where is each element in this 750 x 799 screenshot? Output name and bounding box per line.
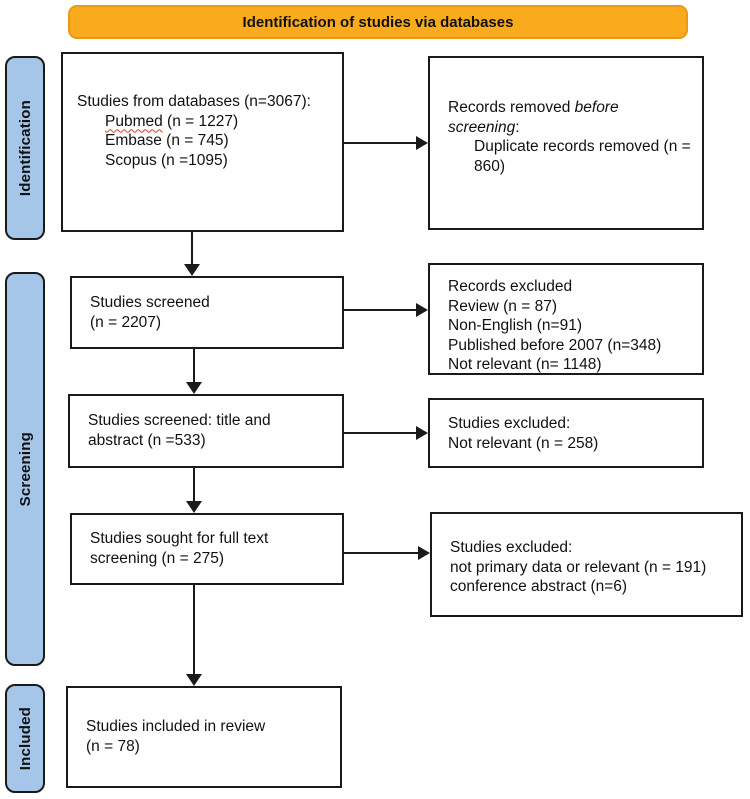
records-removed-lead: Records removed [448, 99, 575, 116]
stage-label-screening: Screening [5, 272, 45, 666]
arrowhead-down-icon [184, 264, 200, 276]
full-text-line1: Studies sought for full text [90, 530, 269, 547]
pubmed-count: (n = 1227) [162, 112, 239, 130]
box-records-excluded: Records excluded Review (n = 87) Non-Eng… [428, 263, 704, 375]
studies-excluded-screen-line2: Not relevant (n = 258) [448, 434, 599, 452]
stage-label-identification: Identification [5, 56, 45, 240]
box-studies-screened-title-abstract: Studies screened: title and abstract (n … [68, 394, 344, 468]
box-studies-sought-full-text: Studies sought for full text screening (… [70, 513, 344, 585]
databases-scopus: Scopus (n =1095) [105, 151, 228, 169]
arrowhead-down-icon [186, 674, 202, 686]
banner-identification-via-databases: Identification of studies via databases [68, 5, 688, 39]
records-removed-colon: : [515, 118, 520, 136]
records-removed-item: Duplicate records removed (n = 860) [474, 138, 691, 175]
stage-label-included: Included [5, 684, 45, 793]
arrow-shaft [193, 349, 195, 383]
studies-screened-line2: (n = 2207) [90, 313, 162, 331]
records-excluded-line: Not relevant (n= 1148) [448, 356, 602, 373]
arrow-shaft [193, 585, 195, 675]
pubmed-spellcheck-word: Pubmed [105, 112, 163, 130]
studies-excluded-fulltext-line3: conference abstract (n=6) [450, 578, 628, 595]
box-records-removed-before-screening: Records removed before screening: Duplic… [428, 56, 704, 230]
arrow-shaft [193, 468, 195, 502]
records-excluded-line: Non-English (n=91) [448, 317, 582, 334]
records-removed-heading: Records removed before screening: [448, 98, 694, 137]
databases-title: Studies from databases (n=3067): [77, 93, 311, 110]
arrow-shaft [344, 142, 417, 144]
arrowhead-down-icon [186, 501, 202, 513]
box-studies-screened: Studies screened (n = 2207) [70, 276, 344, 349]
stage-label-identification-text: Identification [16, 99, 34, 197]
databases-pubmed: Pubmed (n = 1227) [77, 112, 334, 132]
databases-embase: Embase (n = 745) [105, 132, 229, 149]
studies-excluded-screen-line1: Studies excluded: [448, 415, 571, 432]
records-excluded-line: Records excluded [448, 278, 573, 295]
studies-screened-line1: Studies screened [90, 294, 210, 311]
box-studies-excluded-not-relevant: Studies excluded: Not relevant (n = 258) [428, 398, 704, 468]
records-excluded-line: Review (n = 87) [448, 297, 557, 315]
arrow-shaft [344, 309, 417, 311]
box-studies-from-databases: Studies from databases (n=3067): Pubmed … [61, 52, 344, 232]
arrowhead-right-icon [416, 426, 428, 440]
arrow-shaft [191, 232, 193, 265]
arrowhead-right-icon [416, 303, 428, 317]
records-removed-italic: before screening [448, 99, 619, 136]
studies-excluded-fulltext-line1: Studies excluded: [450, 539, 573, 556]
title-abstract-line2: abstract (n =533) [88, 431, 206, 449]
records-excluded-line: Published before 2007 (n=348) [448, 336, 662, 354]
box-studies-excluded-full-text: Studies excluded: not primary data or re… [430, 512, 743, 617]
arrowhead-down-icon [186, 382, 202, 394]
box-studies-included-in-review: Studies included in review (n = 78) [66, 686, 342, 788]
included-review-line2: (n = 78) [86, 737, 140, 755]
arrowhead-right-icon [416, 136, 428, 150]
stage-label-screening-text: Screening [16, 431, 34, 507]
full-text-line2: screening (n = 275) [90, 549, 224, 567]
arrow-shaft [344, 552, 419, 554]
studies-excluded-fulltext-line2: not primary data or relevant (n = 191) [450, 558, 707, 576]
arrowhead-right-icon [418, 546, 430, 560]
banner-title: Identification of studies via databases [242, 13, 514, 31]
arrow-shaft [344, 432, 417, 434]
stage-label-included-text: Included [16, 706, 34, 771]
title-abstract-line1: Studies screened: title and [88, 412, 271, 429]
included-review-line1: Studies included in review [86, 718, 266, 735]
